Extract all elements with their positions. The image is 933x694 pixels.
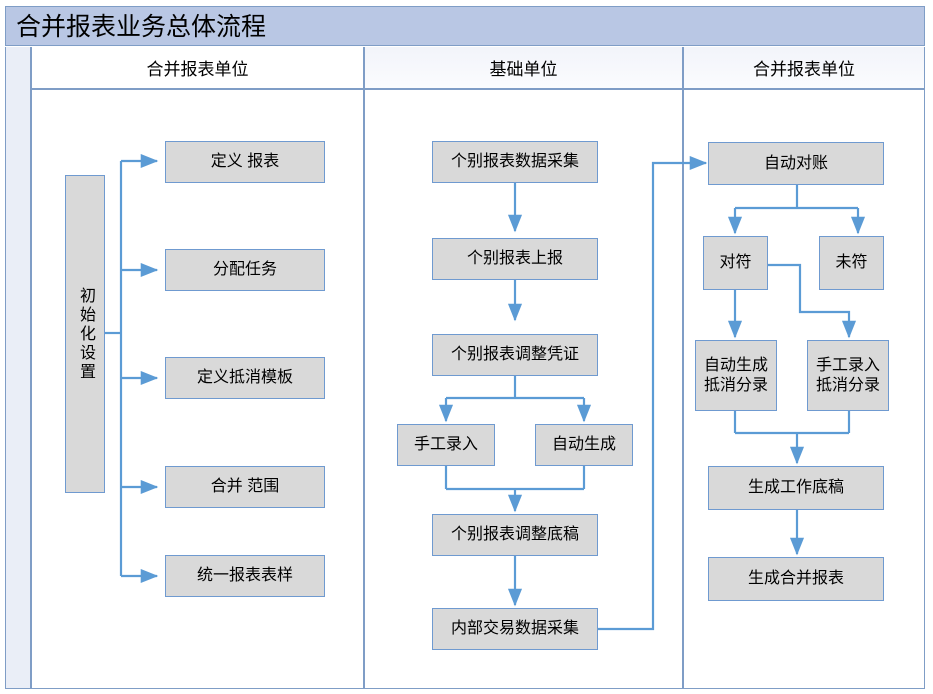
node-auto-generate[interactable]: 自动生成	[535, 424, 633, 466]
node-individual-report-submit[interactable]: 个别报表上报	[432, 238, 598, 280]
lane-divider-2	[682, 47, 684, 688]
node-generate-merged-report[interactable]: 生成合并报表	[708, 557, 884, 601]
lane-header-merge-unit-left: 合并报表单位	[32, 47, 363, 88]
lane-header-row: 合并报表单位 基础单位 合并报表单位	[32, 47, 924, 90]
node-unmatched[interactable]: 未符	[819, 236, 884, 290]
lane-gutter	[6, 47, 32, 688]
node-assign-task[interactable]: 分配任务	[165, 249, 325, 291]
node-generate-worksheet[interactable]: 生成工作底稿	[708, 466, 884, 510]
lane-header-merge-unit-right: 合并报表单位	[684, 47, 924, 88]
node-manual-offset-entry[interactable]: 手工录入 抵消分录	[807, 340, 889, 411]
node-manual-entry[interactable]: 手工录入	[397, 424, 495, 466]
node-merge-scope[interactable]: 合并 范围	[165, 466, 325, 508]
node-auto-generate-offset-entry[interactable]: 自动生成 抵消分录	[695, 340, 777, 411]
node-init-setup[interactable]: 初始化设置	[65, 175, 105, 493]
node-define-offset-template[interactable]: 定义抵消模板	[165, 357, 325, 399]
page-title: 合并报表业务总体流程	[16, 13, 267, 41]
lane-header-base-unit: 基础单位	[365, 47, 682, 88]
node-internal-trade-collect[interactable]: 内部交易数据采集	[432, 608, 598, 650]
node-define-report[interactable]: 定义 报表	[165, 141, 325, 183]
node-auto-reconcile[interactable]: 自动对账	[708, 142, 884, 185]
swimlane-table: 合并报表单位 基础单位 合并报表单位	[5, 47, 925, 689]
diagram-title-bar: 合并报表业务总体流程	[5, 6, 925, 46]
node-matched[interactable]: 对符	[703, 236, 768, 290]
node-individual-report-draft[interactable]: 个别报表调整底稿	[432, 514, 598, 556]
node-individual-report-voucher[interactable]: 个别报表调整凭证	[432, 334, 598, 376]
node-individual-report-collect[interactable]: 个别报表数据采集	[432, 141, 598, 183]
node-unify-report-style[interactable]: 统一报表表样	[165, 555, 325, 597]
lane-divider-1	[363, 47, 365, 688]
